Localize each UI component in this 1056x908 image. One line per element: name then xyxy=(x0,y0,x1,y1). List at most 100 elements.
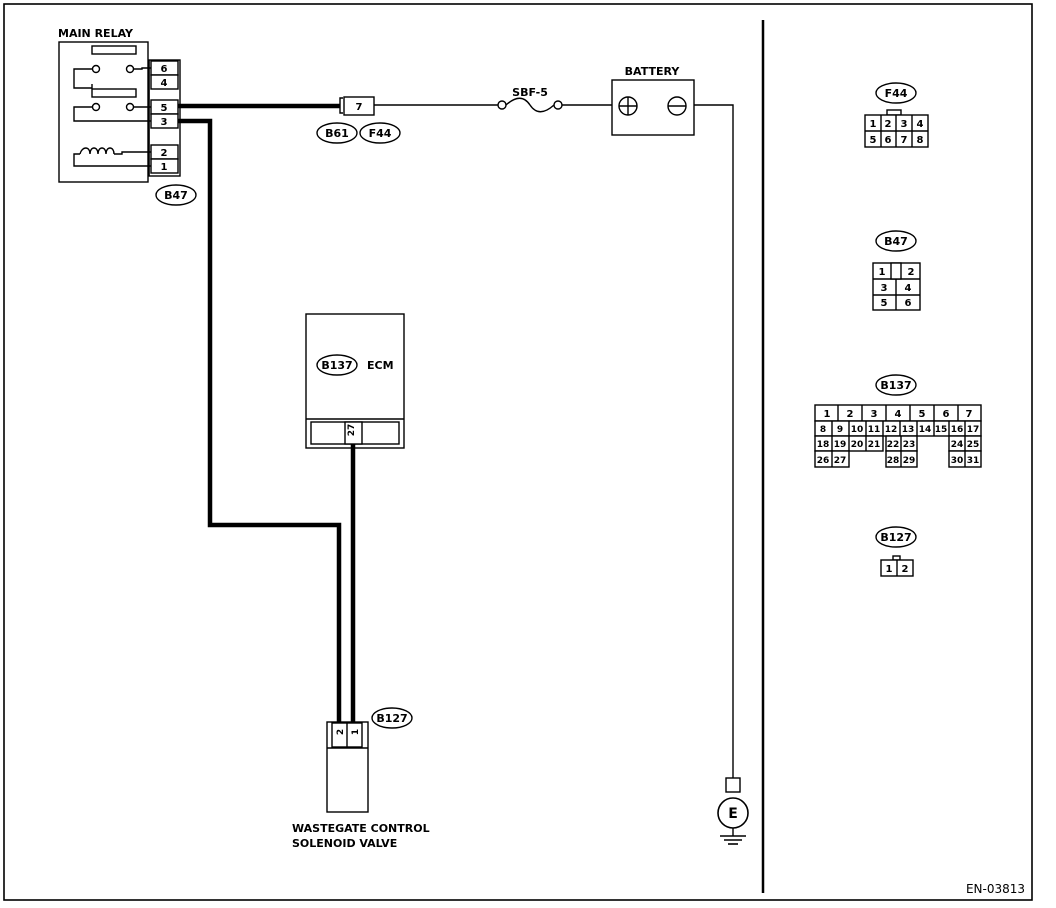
solenoid-label-line1: WASTEGATE CONTROL xyxy=(292,822,430,835)
svg-text:F44: F44 xyxy=(369,127,392,140)
svg-text:25: 25 xyxy=(967,440,980,450)
svg-text:7: 7 xyxy=(901,135,908,146)
connector-view-b47: B47 1 2 3 4 5 6 xyxy=(872,230,921,311)
junction-pin-7 xyxy=(343,96,375,116)
svg-text:6: 6 xyxy=(885,135,892,146)
svg-text:B47: B47 xyxy=(884,235,908,248)
svg-text:1: 1 xyxy=(824,409,831,420)
svg-text:2: 2 xyxy=(902,564,909,575)
svg-text:30: 30 xyxy=(951,456,964,466)
solenoid-label-line2: SOLENOID VALVE xyxy=(292,837,397,850)
relay-coil xyxy=(79,147,115,155)
svg-text:22: 22 xyxy=(887,440,900,450)
svg-text:20: 20 xyxy=(851,440,864,450)
svg-text:8: 8 xyxy=(820,425,826,435)
svg-text:2: 2 xyxy=(847,409,854,420)
main-relay-title: MAIN RELAY xyxy=(58,27,134,40)
svg-text:6: 6 xyxy=(905,298,912,309)
svg-text:21: 21 xyxy=(868,440,881,450)
ground-terminal xyxy=(725,777,741,793)
svg-text:8: 8 xyxy=(917,135,924,146)
relay-pin-label: 6 xyxy=(161,64,168,75)
svg-text:7: 7 xyxy=(966,409,973,420)
svg-text:19: 19 xyxy=(834,440,847,450)
svg-text:23: 23 xyxy=(903,440,916,450)
wire-relay3-to-solenoid xyxy=(178,118,342,723)
connector-view-b127: B127 1 2 xyxy=(875,526,917,577)
svg-text:B47: B47 xyxy=(164,189,188,202)
svg-text:7: 7 xyxy=(356,102,363,113)
ecm-label: ECM xyxy=(367,359,394,372)
svg-text:5: 5 xyxy=(881,298,888,309)
svg-text:27: 27 xyxy=(834,456,847,466)
connector-tag-f44 xyxy=(359,122,401,144)
svg-text:28: 28 xyxy=(887,456,900,466)
main-relay-body xyxy=(58,41,149,183)
svg-text:16: 16 xyxy=(951,425,964,435)
svg-text:5: 5 xyxy=(919,409,926,420)
relay-pin-label: 2 xyxy=(161,148,168,159)
relay-pin-4 xyxy=(150,74,179,90)
svg-text:29: 29 xyxy=(903,456,916,466)
solenoid-pin-2: 2 xyxy=(336,729,346,735)
svg-text:31: 31 xyxy=(967,456,980,466)
svg-text:B137: B137 xyxy=(321,359,352,372)
svg-text:4: 4 xyxy=(895,409,902,420)
relay-armature-1 xyxy=(91,45,137,55)
relay-pin-label: 5 xyxy=(161,103,168,114)
connector-tag-b137 xyxy=(316,354,358,376)
svg-text:1: 1 xyxy=(870,119,877,130)
svg-text:B127: B127 xyxy=(376,712,407,725)
connector-view-f44: F44 1 2 3 4 5 6 7 8 xyxy=(864,82,929,148)
svg-text:SBF-5: SBF-5 xyxy=(512,86,548,99)
svg-text:5: 5 xyxy=(870,135,877,146)
ground-label: E xyxy=(728,806,738,822)
junction-connector: 7 B61 F44 xyxy=(316,96,401,144)
wire-battery-to-ground xyxy=(694,104,734,778)
relay-pin-label: 3 xyxy=(161,117,168,128)
main-relay: MAIN RELAY 6 4 5 3 2 1 B47 xyxy=(58,27,197,206)
svg-text:3: 3 xyxy=(901,119,908,130)
svg-text:18: 18 xyxy=(817,440,830,450)
svg-text:1: 1 xyxy=(879,267,886,278)
svg-text:24: 24 xyxy=(951,440,964,450)
svg-text:12: 12 xyxy=(885,425,898,435)
svg-text:4: 4 xyxy=(905,283,912,294)
svg-text:2: 2 xyxy=(885,119,892,130)
svg-text:27: 27 xyxy=(347,424,357,437)
svg-text:17: 17 xyxy=(967,425,980,435)
relay-pin-label: 4 xyxy=(161,78,168,89)
svg-text:15: 15 xyxy=(935,425,948,435)
wires xyxy=(178,103,734,778)
fuse-sbf-5: SBF-5 xyxy=(497,86,563,113)
svg-text:3: 3 xyxy=(881,283,888,294)
wastegate-solenoid-valve: 2 1 B127 WASTEGATE CONTROL SOLENOID VALV… xyxy=(292,707,430,850)
svg-text:B61: B61 xyxy=(325,127,349,140)
svg-text:B137: B137 xyxy=(880,379,911,392)
ground-point: E xyxy=(717,777,749,845)
svg-text:1: 1 xyxy=(886,564,893,575)
svg-text:6: 6 xyxy=(943,409,950,420)
svg-text:10: 10 xyxy=(851,425,864,435)
connector-tag-b47 xyxy=(155,184,197,206)
connector-tag-b61 xyxy=(316,122,358,144)
svg-text:9: 9 xyxy=(837,425,843,435)
svg-text:2: 2 xyxy=(908,267,915,278)
battery: BATTERY xyxy=(611,65,695,136)
svg-text:11: 11 xyxy=(868,425,881,435)
svg-text:14: 14 xyxy=(919,425,932,435)
svg-text:4: 4 xyxy=(917,119,924,130)
svg-text:B127: B127 xyxy=(880,531,911,544)
svg-text:26: 26 xyxy=(817,456,830,466)
connector-tag-b127 xyxy=(371,707,413,729)
solenoid-pin-1: 1 xyxy=(351,729,361,735)
ecm: 27 B137 ECM xyxy=(305,313,405,449)
svg-text:13: 13 xyxy=(902,425,915,435)
figure-id: EN-03813 xyxy=(966,882,1025,896)
svg-text:F44: F44 xyxy=(885,87,908,100)
outer-frame xyxy=(3,3,1033,901)
connector-view-b137: B137 1 2 3 4 5 6 7 8 9 10 11 12 13 14 15 xyxy=(814,374,982,468)
relay-armature-2 xyxy=(91,88,137,98)
svg-text:BATTERY: BATTERY xyxy=(625,65,681,78)
